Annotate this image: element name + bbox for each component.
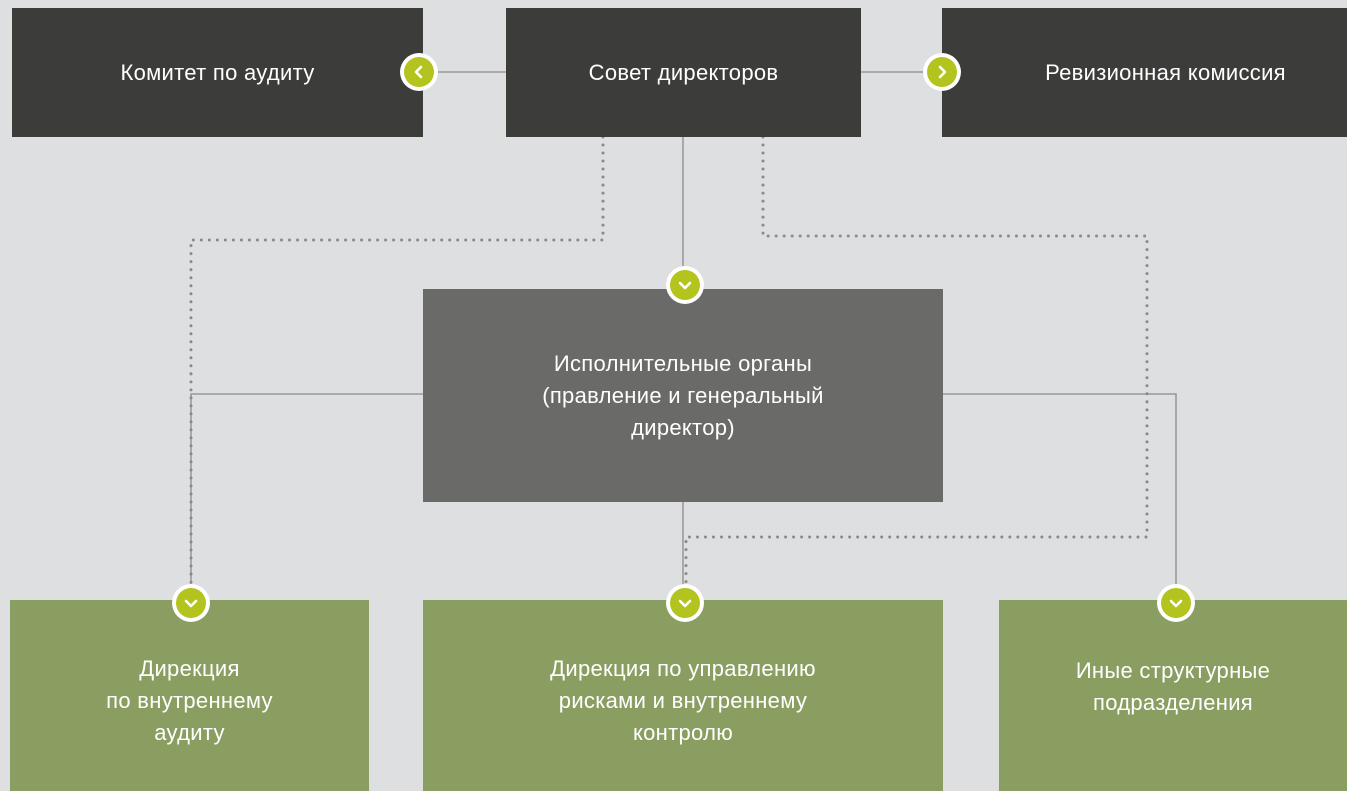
- other-units-line-1: Иные структурные: [1075, 657, 1271, 683]
- risk-control-line-3: контролю: [632, 719, 734, 745]
- executive-bodies-line-3: директор): [631, 414, 735, 440]
- executive-bodies-line-2: (правление и генеральный: [542, 382, 824, 408]
- other-units-line-2: подразделения: [1093, 689, 1253, 715]
- chevron-down-icon: [666, 584, 704, 622]
- internal-audit-line-3: аудиту: [154, 719, 225, 745]
- chevron-down-icon: [1157, 584, 1195, 622]
- risk-control-line-1: Дирекция по управлению: [550, 655, 816, 681]
- link-executive-internal-audit: [190, 393, 423, 600]
- revision-commission-box: Ревизионная комиссия: [942, 8, 1347, 137]
- executive-bodies-line-1: Исполнительные органы: [553, 350, 813, 376]
- risk-control-directorate-box: Дирекция по управлению рисками и внутрен…: [423, 600, 943, 791]
- dotted-board-risk: [684, 135, 1149, 602]
- risk-control-line-2: рисками и внутреннему: [558, 687, 808, 713]
- revision-commission-label: Ревизионная комиссия: [1045, 59, 1286, 85]
- board-of-directors-box: Совет директоров: [506, 8, 861, 137]
- chevron-down-icon: [172, 584, 210, 622]
- link-executive-other-units: [943, 393, 1177, 600]
- board-of-directors-label: Совет директоров: [588, 59, 779, 85]
- other-units-box: Иные структурные подразделения: [999, 600, 1347, 791]
- internal-audit-directorate-box: Дирекция по внутреннему аудиту: [10, 600, 369, 791]
- chevron-down-icon: [666, 266, 704, 304]
- internal-audit-line-1: Дирекция: [139, 655, 240, 681]
- chevron-left-icon: [400, 53, 438, 91]
- internal-audit-line-2: по внутреннему: [106, 687, 273, 713]
- chevron-right-icon: [923, 53, 961, 91]
- audit-committee-box: Комитет по аудиту: [12, 8, 423, 137]
- executive-bodies-box: Исполнительные органы (правление и генер…: [423, 289, 943, 502]
- audit-committee-label: Комитет по аудиту: [120, 59, 315, 85]
